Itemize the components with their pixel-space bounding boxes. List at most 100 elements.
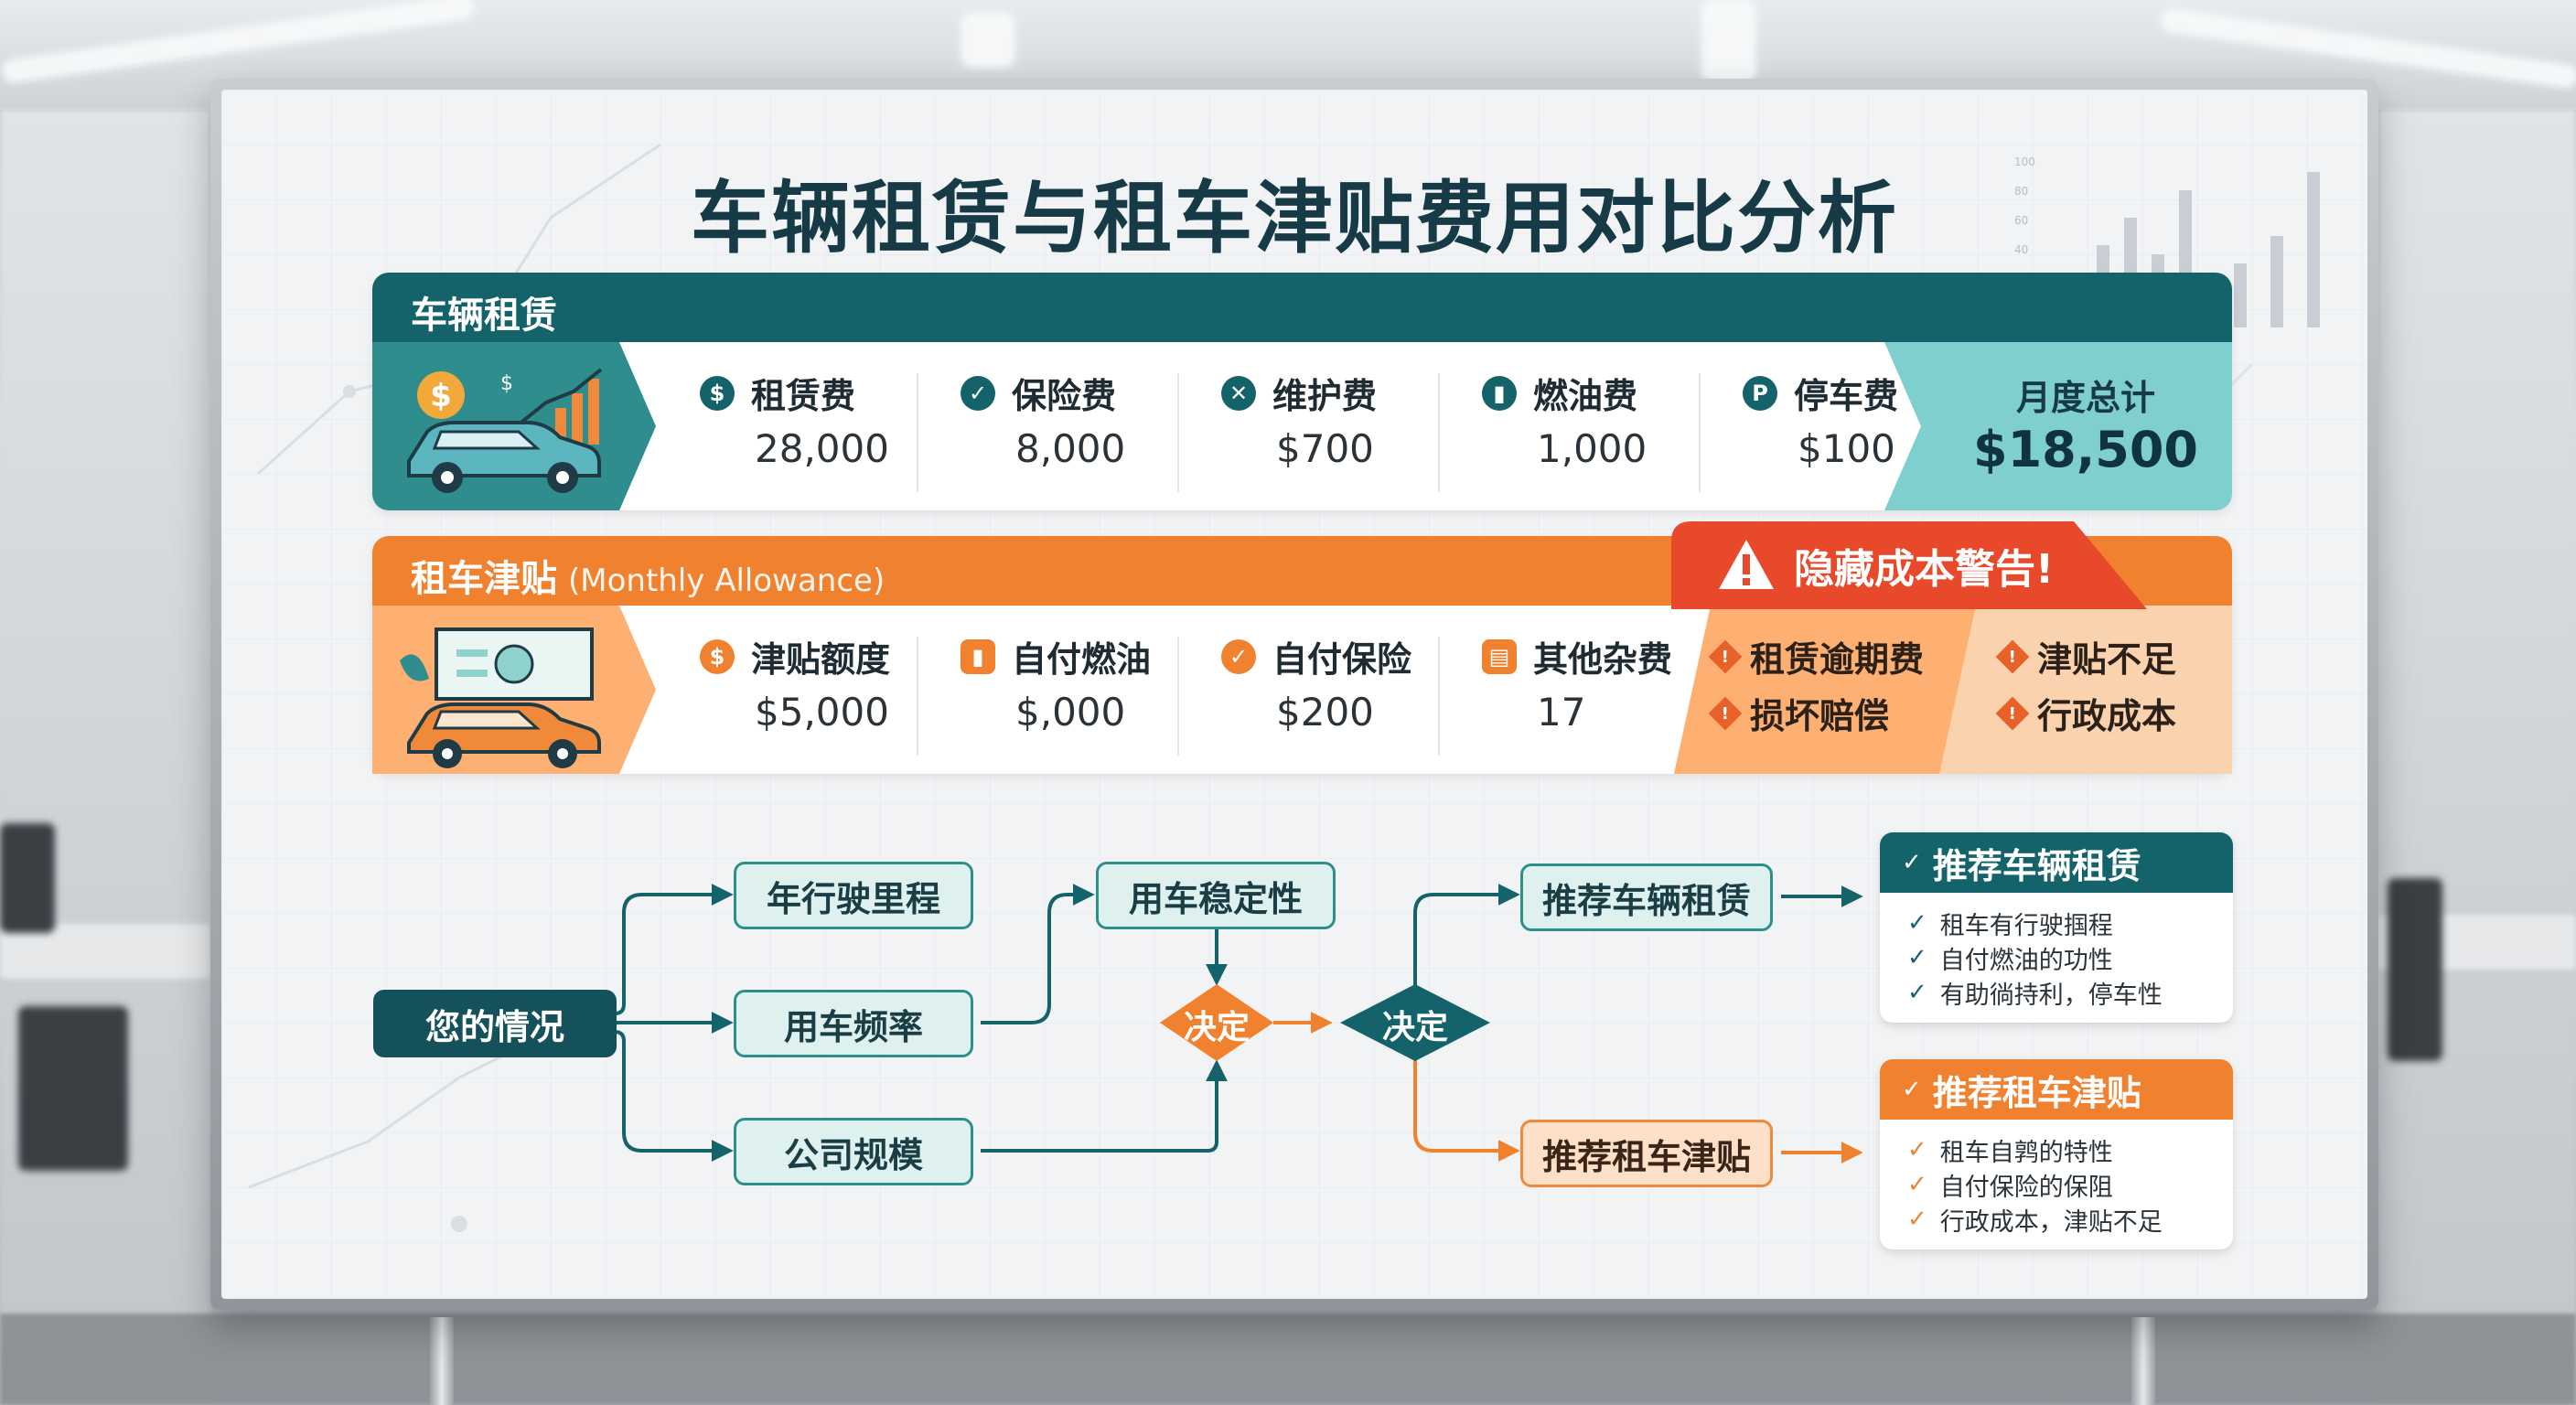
lease-item-rent: $租赁费 28,000 [656,342,917,510]
allowance-header-label: 租车津贴 (Monthly Allowance) [411,549,885,602]
page-title: 车辆租赁与租车津贴费用对比分析 [691,173,1898,264]
lease-item-label: 维护费 [1272,376,1378,416]
flow-connectors [587,884,1863,1164]
decision-diamond-shape [1340,984,1490,1061]
flow-recommend-lease: 推荐车辆租赁 [1520,863,1773,931]
warning-triangle-icon [1719,540,1774,589]
lease-header: 车辆租赁 [372,273,2232,342]
hidden-cost-label: 租赁逾期费 [1750,639,1925,680]
total-chevron [1884,342,1939,510]
allowance-item-label: 其他杂费 [1533,639,1673,680]
allowance-item-value: $,000 [1015,690,1126,735]
check-icon: ✓ [1907,1171,1927,1198]
deco-bar [2270,236,2283,327]
check-icon: ✓ [1907,1136,1927,1164]
allowance-car-illustration [372,606,656,774]
divider [1699,373,1701,492]
flow-factor-company-size: 公司规模 [734,1118,973,1185]
divider [1177,373,1179,492]
allowance-item-label: 津贴额度 [751,639,891,680]
shield-icon: ✓ [961,375,995,411]
hidden-cost-item: ! 租赁逾期费 [1708,631,1925,681]
allowance-card-title: 推荐租车津贴 [1932,1072,2141,1113]
check-icon: ✓ [1907,909,1927,937]
whiteboard: 100 80 60 40 车辆租赁与租车津贴费用对比分析 车辆租赁 $ $ [221,90,2367,1299]
allowance-card-list: ✓租车自鹑的特性 ✓自付保险的保阻 ✓行政成本，津贴不足 [1880,1120,2233,1249]
board-stand-right [2131,1317,2155,1405]
lease-item-value: $100 [1798,426,1895,471]
allowance-item-value: 17 [1537,690,1586,735]
allowance-item-label: 自付燃油 [1012,639,1152,680]
list-item-text: 行政成本，津贴不足 [1939,1207,2163,1237]
allowance-item-label: 自付保险 [1272,639,1412,680]
warning-tab-shape [1671,521,2147,609]
allowance-recommend-card: ✓ 推荐租车津贴 ✓租车自鹑的特性 ✓自付保险的保阻 ✓行政成本，津贴不足 [1880,1059,2233,1249]
hidden-cost-item: ! 行政成本 [1995,688,2177,738]
monitor [0,823,55,933]
window-left [0,110,210,1405]
allowance-item-fuel: ▮自付燃油 $,000 [917,606,1177,774]
flow-decision-2-label: 决定 [1381,1009,1448,1046]
allowance-header-sub: (Monthly Allowance) [568,563,886,599]
allowance-card-header: ✓ 推荐租车津贴 [1880,1059,2233,1120]
lease-card-list: ✓租车有行驶掴程 ✓自付燃油的功性 ✓有助徜持利，停车性 [1880,893,2233,1023]
deco-bar [2234,263,2247,327]
lease-item-value: $700 [1276,426,1374,471]
flow-decision-1-label: 决定 [1183,1009,1250,1046]
list-item: ✓ 有助徜持利，停车性 [1907,975,2233,1010]
allowance-row: 租车津贴 (Monthly Allowance) $津贴额度 $5,000 ▮自付… [372,521,2232,774]
list-item-text: 自付燃油的功性 [1939,946,2113,975]
check-icon: ✓ [1907,1206,1927,1233]
list-item-text: 有助徜持利，停车性 [1939,981,2163,1010]
hidden-cost-panel [1674,606,2232,774]
allowance-item-value: $5,000 [755,690,889,735]
ceiling-light [1701,0,1756,82]
hidden-cost-item: ! 损坏赔偿 [1708,688,1889,738]
check-icon: ✓ [1902,849,1922,876]
list-item-text: 自付保险的保阻 [1939,1173,2113,1202]
list-item: ✓自付燃油的功性 [1907,940,2233,975]
flow-stability-node: 用车稳定性 [1096,862,1336,929]
allowance-header-title: 租车津贴 [411,558,557,600]
wrench-icon: ✕ [1221,375,1256,411]
flow-factor-mileage: 年行驶里程 [734,862,973,929]
lease-item-label: 停车费 [1794,376,1899,416]
allowance-item-value: $200 [1276,690,1374,735]
chair [18,1006,128,1171]
deco-bar [2307,172,2320,327]
divider [1438,637,1440,756]
hidden-cost-warning-tab: 隐藏成本警告! [1671,521,2147,609]
lease-item-value: 1,000 [1537,426,1648,471]
whiteboard-frame: 100 80 60 40 车辆租赁与租车津贴费用对比分析 车辆租赁 $ $ [210,79,2378,1310]
misc-icon: ▤ [1482,638,1517,674]
allowance-item-amount: $津贴额度 $5,000 [656,606,917,774]
svg-text:$: $ [500,372,513,395]
list-item: ✓ 自付保险的保阻 [1907,1167,2233,1202]
fuel-icon: ▮ [1482,375,1517,411]
check-icon: ✓ [1907,979,1927,1006]
hidden-cost-item: ! 津贴不足 [1995,631,2176,681]
lease-item-value: 8,000 [1015,426,1126,471]
board-stand-left [430,1317,454,1405]
lease-card-title: 推荐车辆租赁 [1932,845,2141,886]
lease-total: 月度总计 $18,500 [1939,342,2232,510]
decision-diamond-shape [1160,984,1273,1061]
lease-item-label: 燃油费 [1533,376,1638,416]
lease-item-insurance: ✓保险费 8,000 [917,342,1177,510]
shield-icon: ✓ [1221,638,1256,674]
list-item: ✓ 行政成本，津贴不足 [1907,1202,2233,1237]
check-icon: ✓ [1902,1076,1922,1103]
lease-item-label: 租赁费 [751,376,856,416]
hidden-cost-label: 行政成本 [2037,696,2177,736]
total-label: 月度总计 [2015,378,2155,418]
lease-car-illustration: $ $ [372,342,656,510]
allowance-item-insurance: ✓ 自付保险 $200 [1177,606,1438,774]
lease-item-value: 28,000 [755,426,889,471]
divider [917,373,918,492]
divider [1177,637,1179,756]
lease-recommend-card: ✓ 推荐车辆租赁 ✓租车有行驶掴程 ✓自付燃油的功性 ✓有助徜持利，停车性 [1880,832,2233,1023]
divider [917,637,918,756]
flow-factor-frequency: 用车频率 [734,990,973,1057]
window-right [2378,110,2576,1405]
